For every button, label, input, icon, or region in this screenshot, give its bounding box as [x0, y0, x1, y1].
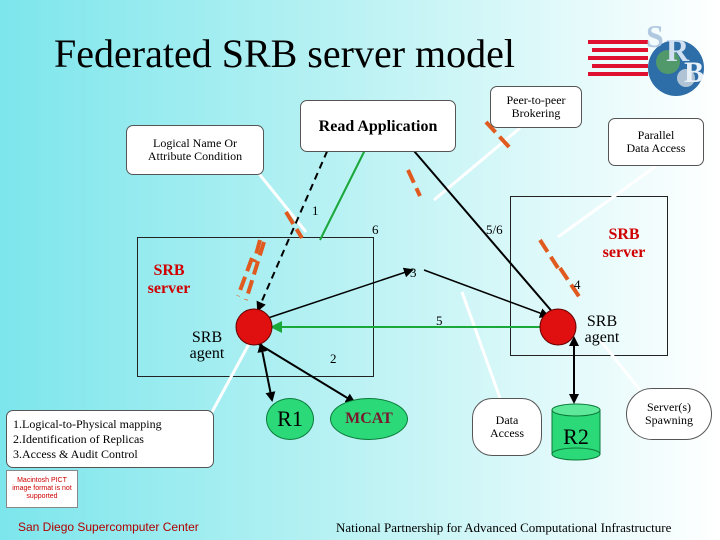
logo-letter-b: B [684, 56, 705, 89]
mapping-item-3: 3.Access & Audit Control [13, 446, 138, 461]
arrow-step-1 [256, 139, 333, 312]
logo-letter-s: S [646, 18, 664, 54]
logical-name-label: Logical Name Or Attribute Condition [147, 136, 243, 163]
right-agent-label: SRB agent [584, 313, 620, 346]
r1-node: R1 [266, 398, 314, 440]
parallel-access-callout: Parallel Data Access [608, 118, 704, 166]
server-spawning-label: Server(s) Spawning [645, 400, 693, 427]
peer-brokering-label: Peer-to-peer Brokering [506, 93, 566, 120]
footer-right: National Partnership for Advanced Comput… [336, 520, 672, 535]
left-agent-node [235, 308, 273, 346]
mapping-item-2: 2.Identification of Replicas [13, 431, 144, 446]
step-label-1: 1 [312, 203, 319, 218]
peer-brokering-callout: Peer-to-peer Brokering [490, 86, 582, 128]
right-agent-node [539, 308, 577, 346]
mcat-label: MCAT [345, 410, 393, 427]
r2-label: R2 [563, 424, 589, 449]
server-spawning-callout: Server(s) Spawning [626, 388, 712, 440]
page-title: Federated SRB server model [54, 31, 515, 76]
data-access-label: Data Access [490, 413, 524, 440]
arrow-step-56 [394, 128, 556, 316]
pointer-peer-brokering [433, 126, 521, 202]
arrow-step-4 [423, 269, 550, 318]
step-label-6: 6 [372, 222, 379, 237]
pointer-spawning [598, 339, 642, 391]
read-application-callout: Read Application [300, 100, 456, 152]
logo-graphic [588, 40, 704, 96]
barrier-dashes [236, 120, 582, 301]
left-agent-label: SRB agent [189, 329, 225, 362]
step-label-4: 4 [574, 277, 581, 292]
arrow-step-2 [245, 335, 356, 404]
step-label-2: 2 [330, 351, 337, 366]
left-server-label: SRB server [147, 262, 191, 297]
arrow-agent-r1 [257, 342, 276, 402]
r1-label: R1 [277, 406, 303, 431]
logical-name-callout: Logical Name Or Attribute Condition [126, 125, 264, 175]
right-system-box [510, 196, 668, 356]
arrow-step-6 [319, 138, 371, 241]
step-label-56: 5/6 [486, 222, 503, 237]
read-application-label: Read Application [318, 117, 438, 135]
pointer-data-access [460, 291, 502, 399]
right-server-label: SRB server [602, 226, 646, 261]
parallel-access-label: Parallel Data Access [626, 128, 686, 155]
pict-placeholder: Macintosh PICT image format is not suppo… [6, 470, 78, 508]
mapping-item-1: 1.Logical-to-Physical mapping [13, 416, 162, 431]
footer-left: San Diego Supercomputer Center [18, 520, 199, 534]
pointer-logical-name [250, 164, 308, 233]
pointer-parallel-access [557, 164, 657, 239]
mcat-node: MCAT [330, 398, 408, 440]
arrow-step-3 [267, 267, 414, 319]
r2-cylinder [551, 403, 601, 461]
srb-logo: S R B [584, 18, 714, 98]
step-label-5: 5 [436, 313, 443, 328]
mapping-callout: 1.Logical-to-Physical mapping 2.Identifi… [6, 410, 214, 468]
data-access-callout: Data Access [472, 398, 542, 456]
logo-letter-r: R [666, 32, 690, 68]
step-label-3: 3 [410, 265, 417, 280]
